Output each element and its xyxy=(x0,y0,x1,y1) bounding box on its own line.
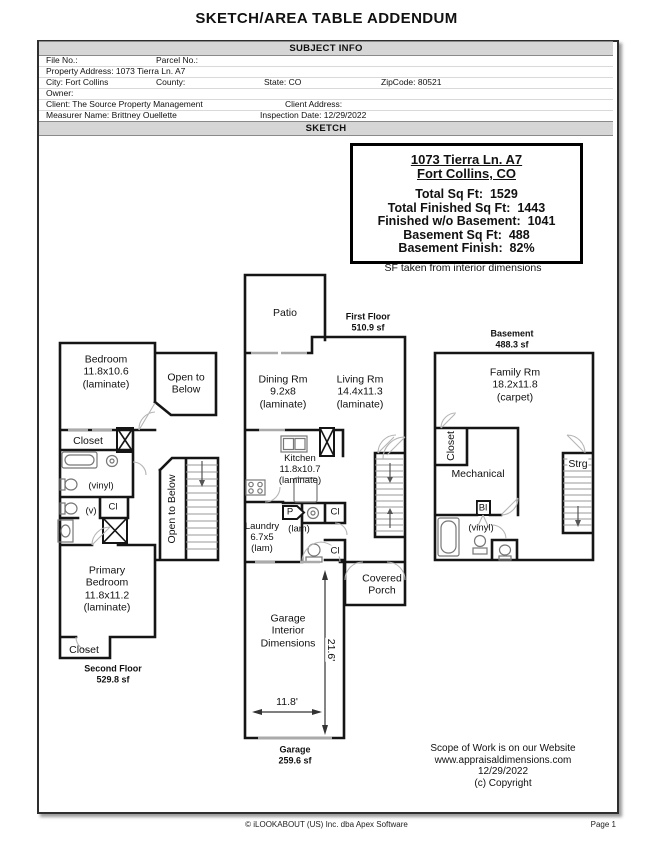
room-label-strg: Strg xyxy=(567,457,589,471)
summary-basement-finish: Basement Finish: 82% xyxy=(398,241,535,255)
client-address-field: Client Address: xyxy=(285,99,343,109)
sketch-header: SKETCH xyxy=(39,121,613,136)
room-label-mechanical: Mechanical xyxy=(451,467,505,480)
room-label-bedroom: Bedroom 11.8x10.6 (laminate) xyxy=(82,353,130,391)
room-label-dining: Dining Rm 9.2x8 (laminate) xyxy=(258,373,308,411)
info-row-3: City: Fort Collins County: State: CO Zip… xyxy=(39,77,613,89)
room-label-living: Living Rm 14.4x11.3 (laminate) xyxy=(336,373,384,411)
room-label-cl2: Cl xyxy=(329,545,341,557)
page-title: SKETCH/AREA TABLE ADDENDUM xyxy=(195,10,458,27)
summary-basement-sqft: Basement Sq Ft: 488 xyxy=(403,227,530,242)
inspection-date-field: Inspection Date: 12/29/2022 xyxy=(260,110,367,120)
room-label-open-to-below-upper: Open to Below xyxy=(167,371,205,396)
room-label-open-to-below-stairs: Open to Below xyxy=(165,474,178,544)
info-row-5: Client: The Source Property Management C… xyxy=(39,99,613,111)
footer-page-number: Page 1 xyxy=(590,820,616,829)
floor-label-lam: (lam) xyxy=(288,523,310,535)
floor-label-basement-vinyl: (vinyl) xyxy=(468,522,494,534)
room-label-kitchen: Kitchen 11.8x10.7 (laminate) xyxy=(278,453,322,487)
owner-field: Owner: xyxy=(46,88,74,98)
summary-address-line2: Fort Collins, CO xyxy=(417,166,516,181)
room-label-patio: Patio xyxy=(273,306,297,319)
room-label-covered-porch: Covered Porch xyxy=(362,572,402,597)
summary-total-finished: Total Finished Sq Ft: 1443 xyxy=(387,200,546,215)
footer-copyright: © iLOOKABOUT (US) Inc. dba Apex Software xyxy=(245,820,408,829)
client-field: Client: The Source Property Management xyxy=(46,99,203,109)
basement-title: Basement 488.3 sf xyxy=(490,328,534,349)
room-label-cl1: Cl xyxy=(330,506,340,518)
floor-label-vinyl: (vinyl) xyxy=(88,480,114,492)
info-row-4: Owner: xyxy=(39,88,613,100)
dimension-label-height: 21.6' xyxy=(324,637,338,663)
floor-label-v: (v) xyxy=(85,505,97,517)
room-label-primary-bedroom: Primary Bedroom 11.8x11.2 (laminate) xyxy=(83,564,131,614)
property-address-field: Property Address: 1073 Tierra Ln. A7 xyxy=(46,66,186,76)
county-field: County: xyxy=(156,77,186,87)
info-row-2: Property Address: 1073 Tierra Ln. A7 xyxy=(39,66,613,78)
second-floor-title: Second Floor 529.8 sf xyxy=(84,663,142,684)
room-label-laundry: Laundry 6.7x5 (lam) xyxy=(244,521,280,555)
first-floor-title: First Floor 510.9 sf xyxy=(345,311,391,332)
subject-info-header: SUBJECT INFO xyxy=(39,41,613,56)
room-label-closet-upper: Closet xyxy=(73,434,103,447)
file-no-field: File No.: xyxy=(46,55,78,65)
room-label-pantry: P xyxy=(286,506,294,518)
summary-address-line1: 1073 Tierra Ln. A7 xyxy=(410,152,523,167)
summary-finished-wo-bsmt: Finished w/o Basement: 1041 xyxy=(377,214,556,228)
parcel-no-field: Parcel No.: xyxy=(156,55,199,65)
state-field: State: CO xyxy=(264,77,302,87)
info-row-1: File No.: Parcel No.: xyxy=(39,55,613,67)
measurer-field: Measurer Name: Brittney Ouellette xyxy=(46,110,177,120)
room-label-basement-closet: Closet xyxy=(444,430,458,462)
sf-note: SF taken from interior dimensions xyxy=(384,261,542,274)
room-label-cl: Cl xyxy=(108,501,118,513)
room-label-family: Family Rm 18.2x11.8 (carpet) xyxy=(489,366,541,404)
summary-total-sqft: Total Sq Ft: 1529 xyxy=(415,187,518,201)
scope-of-work-text: Scope of Work is on our Website www.appr… xyxy=(430,743,576,789)
room-label-bl: Bl xyxy=(477,502,489,514)
area-summary-box: 1073 Tierra Ln. A7 Fort Collins, CO Tota… xyxy=(350,143,583,264)
zipcode-field: ZipCode: 80521 xyxy=(381,77,442,87)
room-label-garage-interior: Garage Interior Dimensions xyxy=(260,612,316,650)
dimension-label-width: 11.8' xyxy=(275,695,299,709)
room-label-closet-lower: Closet xyxy=(69,643,99,656)
garage-title: Garage 259.6 sf xyxy=(278,744,312,765)
city-field: City: Fort Collins xyxy=(46,77,109,87)
